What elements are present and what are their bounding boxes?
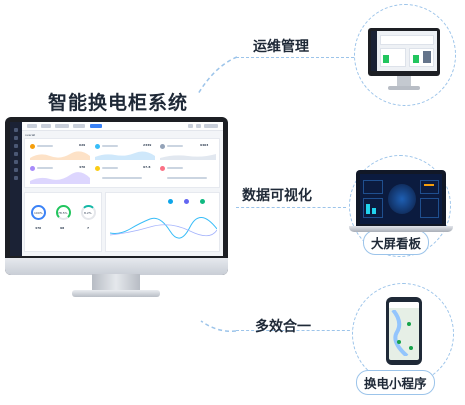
sidebar-item-icon[interactable] bbox=[14, 160, 18, 164]
dashboard-screen: overall 629 2339 9403 476 97.8 100% 78.5 bbox=[10, 122, 223, 256]
connector-line bbox=[236, 57, 364, 58]
kpi-icon bbox=[95, 144, 100, 149]
tab-item[interactable] bbox=[55, 124, 69, 128]
connector-curve bbox=[200, 320, 237, 333]
monitor-stand-neck bbox=[92, 274, 140, 292]
topbar-icon[interactable] bbox=[188, 124, 193, 128]
connector-curve bbox=[197, 56, 238, 95]
ring-percent: 100% bbox=[34, 211, 43, 215]
tab-item[interactable] bbox=[41, 124, 51, 128]
kpi-progress bbox=[102, 177, 142, 179]
kpi-value: 97.8 bbox=[143, 165, 151, 169]
topbar-icon[interactable] bbox=[196, 124, 201, 128]
line-chart-panel bbox=[105, 192, 220, 252]
sidebar-item-icon[interactable] bbox=[14, 152, 18, 156]
tab-item[interactable] bbox=[27, 124, 37, 128]
mini-monitor-screen bbox=[371, 31, 437, 71]
rings-panel: 100% 78.5% 8.2% 476 98 7 bbox=[24, 192, 102, 252]
badge-bigscreen: 大屏看板 bbox=[363, 230, 430, 255]
dashboard-sidebar bbox=[10, 122, 22, 256]
kpi-sparkline bbox=[160, 154, 216, 160]
kpi-label bbox=[102, 145, 118, 147]
kpi-sparkline bbox=[30, 151, 90, 160]
legend-icon bbox=[184, 199, 189, 204]
ring-value: 476 bbox=[35, 226, 42, 230]
ring-percent: 8.2% bbox=[84, 211, 92, 215]
laptop-base bbox=[349, 226, 453, 232]
badge-miniapp: 换电小程序 bbox=[356, 370, 435, 395]
tab-item-active[interactable] bbox=[90, 124, 102, 128]
kpi-icon bbox=[160, 166, 165, 171]
section-title: overall bbox=[25, 133, 36, 137]
kpi-label bbox=[102, 167, 118, 169]
monitor-chin bbox=[5, 258, 228, 275]
sidebar-item-icon[interactable] bbox=[14, 168, 18, 172]
sidebar-item-icon[interactable] bbox=[14, 144, 18, 148]
feature-label-ops: 运维管理 bbox=[253, 39, 309, 55]
feature-label-multi: 多效合一 bbox=[255, 319, 311, 335]
feature-label-dataviz: 数据可视化 bbox=[242, 188, 312, 204]
connector-line bbox=[236, 207, 346, 208]
laptop-screen bbox=[360, 174, 442, 224]
legend-icon bbox=[168, 199, 173, 204]
dashboard-topbar bbox=[22, 122, 223, 131]
ring-chart bbox=[31, 205, 46, 220]
ring-value: 98 bbox=[60, 226, 65, 230]
monitor-stand-base bbox=[72, 290, 160, 297]
kpi-sparkline bbox=[95, 151, 155, 160]
kpi-icon bbox=[30, 144, 35, 149]
kpi-label bbox=[37, 167, 53, 169]
kpi-value: 476 bbox=[79, 165, 86, 169]
ring-chart bbox=[56, 205, 71, 220]
kpi-sparkline bbox=[30, 172, 90, 184]
kpi-label bbox=[167, 145, 183, 147]
connector-line bbox=[236, 330, 360, 331]
sidebar-item-icon[interactable] bbox=[14, 176, 18, 180]
tab-item[interactable] bbox=[73, 124, 85, 128]
kpi-label bbox=[167, 167, 183, 169]
legend-icon bbox=[200, 199, 205, 204]
sidebar-item-icon[interactable] bbox=[14, 136, 18, 140]
page-title: 智能换电柜系统 bbox=[48, 92, 189, 114]
mini-monitor-base bbox=[388, 86, 420, 90]
phone-screen bbox=[389, 302, 419, 360]
mini-monitor-neck bbox=[397, 76, 411, 86]
kpi-value: 2339 bbox=[143, 143, 152, 147]
sidebar-item-icon[interactable] bbox=[14, 128, 18, 132]
kpi-icon bbox=[160, 144, 165, 149]
kpi-value: 9403 bbox=[200, 143, 209, 147]
kpi-panel: 629 2339 9403 476 97.8 bbox=[24, 138, 220, 188]
kpi-progress bbox=[167, 177, 207, 179]
user-avatar[interactable] bbox=[204, 124, 218, 128]
ring-chart bbox=[81, 205, 96, 220]
kpi-label bbox=[37, 145, 53, 147]
kpi-icon bbox=[30, 166, 35, 171]
kpi-value: 629 bbox=[79, 143, 86, 147]
kpi-icon bbox=[95, 166, 100, 171]
ring-percent: 78.5% bbox=[58, 211, 68, 215]
line-chart bbox=[110, 217, 217, 239]
ring-value: 7 bbox=[87, 226, 90, 230]
